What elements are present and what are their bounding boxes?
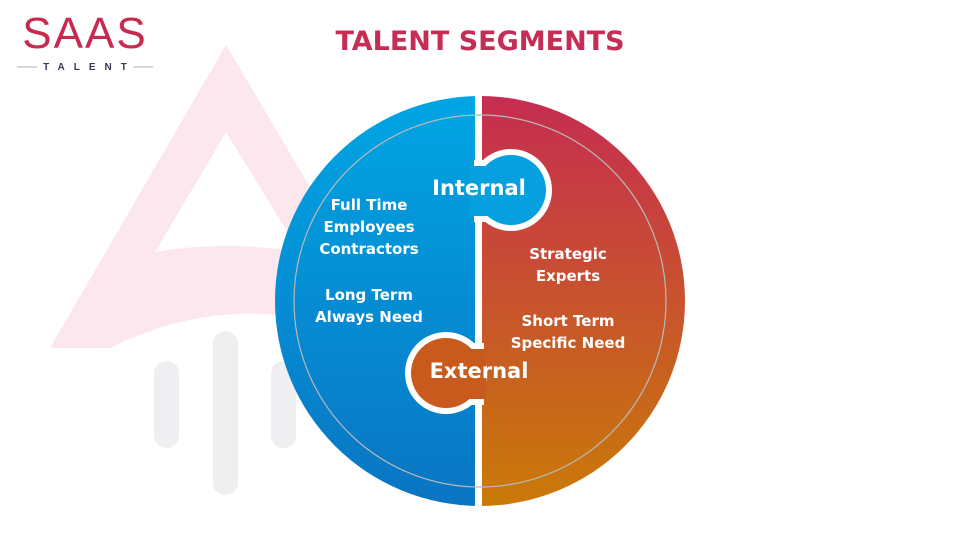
external-duration: Short Term Specific Need bbox=[488, 310, 648, 354]
page-title: TALENT SEGMENTS bbox=[335, 26, 625, 57]
internal-label: Internal bbox=[432, 176, 526, 200]
external-label: External bbox=[429, 359, 529, 383]
internal-duration: Long Term Always Need bbox=[289, 284, 449, 328]
logo-divider-right bbox=[132, 66, 153, 68]
external-duration-line-1: Short Term bbox=[521, 312, 615, 330]
logo-subtitle-text: TALENT bbox=[43, 61, 136, 73]
logo-subtitle: TALENT bbox=[12, 60, 158, 74]
internal-duration-line-2: Always Need bbox=[315, 308, 423, 326]
external-knob bbox=[411, 338, 481, 408]
external-line-2: Experts bbox=[535, 267, 601, 285]
external-line-1: Strategic bbox=[529, 245, 607, 263]
internal-line-1: Full Time bbox=[330, 196, 408, 214]
logo-divider-left bbox=[17, 66, 38, 68]
external-duration-line-2: Specific Need bbox=[510, 334, 626, 352]
internal-knob bbox=[476, 155, 546, 225]
inner-ring bbox=[293, 114, 667, 488]
internal-line-3: Contractors bbox=[319, 240, 419, 258]
internal-duration-line-1: Long Term bbox=[325, 286, 413, 304]
logo-text: SAAS bbox=[22, 9, 148, 58]
internal-types: Full Time Employees Contractors bbox=[289, 194, 449, 260]
internal-line-2: Employees bbox=[323, 218, 415, 236]
external-types: Strategic Experts bbox=[488, 243, 648, 287]
